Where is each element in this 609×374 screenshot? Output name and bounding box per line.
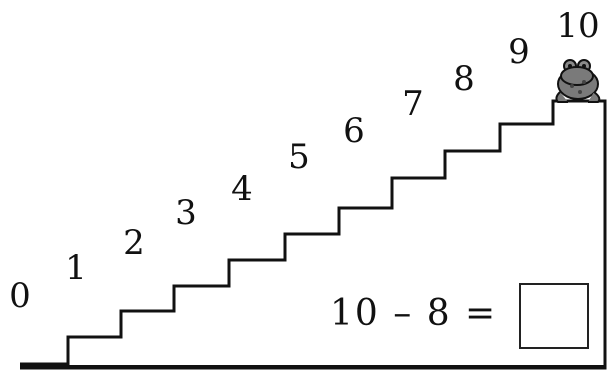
step-label-3: 3: [175, 193, 197, 233]
answer-box[interactable]: [519, 283, 589, 349]
step-label-0: 0: [9, 276, 31, 316]
step-label-4: 4: [231, 169, 253, 209]
step-label-2: 2: [123, 223, 145, 263]
frog-icon: [555, 59, 601, 103]
step-label-8: 8: [453, 59, 475, 99]
staircase-outline: [20, 99, 607, 370]
step-label-9: 9: [508, 32, 530, 72]
step-label-6: 6: [343, 111, 365, 151]
step-label-5: 5: [288, 137, 310, 177]
step-label-10: 10: [556, 6, 600, 46]
step-label-1: 1: [65, 248, 87, 288]
equation-text: 10 – 8 =: [330, 293, 498, 334]
step-label-7: 7: [402, 84, 424, 124]
